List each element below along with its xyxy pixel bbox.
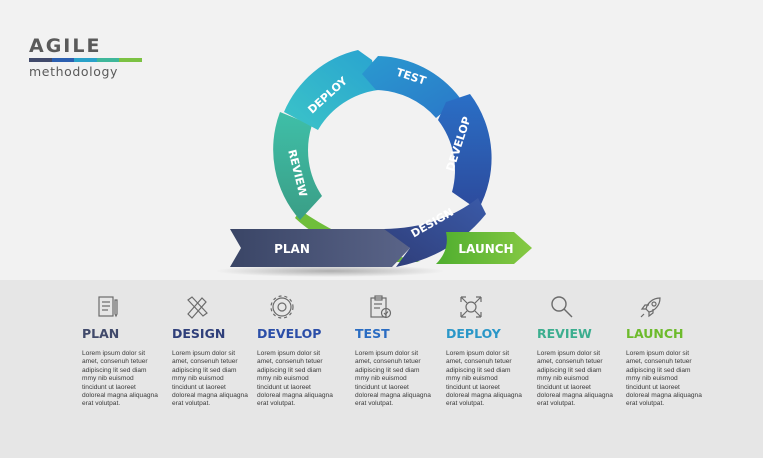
step-test: TEST Lorem ipsum dolor sit amet, consenu… bbox=[355, 294, 439, 409]
bottom-panel bbox=[0, 280, 763, 458]
design-arrow bbox=[384, 198, 486, 267]
step-title: DEVELOP bbox=[257, 326, 322, 341]
logo: AGILE methodology bbox=[29, 36, 149, 79]
step-review: REVIEW Lorem ipsum dolor sit amet, conse… bbox=[537, 294, 621, 409]
step-design: DESIGN Lorem ipsum dolor sit amet, conse… bbox=[172, 294, 256, 409]
logo-bar-segment bbox=[74, 58, 97, 62]
magnifier-icon bbox=[549, 294, 575, 320]
step-title: DESIGN bbox=[172, 326, 226, 341]
review-arrow bbox=[273, 112, 322, 220]
logo-title: AGILE bbox=[29, 35, 102, 57]
develop-arrow bbox=[438, 94, 492, 210]
step-description: Lorem ipsum dolor sit amet, consenuh tet… bbox=[257, 350, 333, 408]
cycle-label-plan: PLAN bbox=[274, 242, 310, 256]
cycle-shadow bbox=[215, 265, 445, 277]
step-description: Lorem ipsum dolor sit amet, consenuh tet… bbox=[172, 350, 248, 408]
logo-bar-segment bbox=[119, 58, 142, 62]
step-description: Lorem ipsum dolor sit amet, consenuh tet… bbox=[537, 350, 613, 408]
gear-icon bbox=[269, 294, 295, 320]
test-arrow bbox=[362, 56, 460, 118]
launch-arrow bbox=[436, 232, 532, 264]
step-title: REVIEW bbox=[537, 326, 592, 341]
clipboard-check-icon bbox=[367, 294, 393, 320]
step-launch: LAUNCH Lorem ipsum dolor sit amet, conse… bbox=[626, 294, 710, 409]
logo-bar-segment bbox=[51, 58, 75, 62]
step-title: PLAN bbox=[82, 326, 120, 341]
pencil-ruler-icon bbox=[184, 294, 210, 320]
step-title: TEST bbox=[355, 326, 390, 341]
plan-arrow bbox=[230, 229, 410, 267]
logo-subtitle: methodology bbox=[29, 64, 118, 79]
logo-bar-segment bbox=[29, 58, 52, 62]
logo-color-bar bbox=[29, 58, 142, 62]
expand-arrows-icon bbox=[458, 294, 484, 320]
logo-bar-segment bbox=[96, 58, 120, 62]
step-title: DEPLOY bbox=[446, 326, 501, 341]
step-description: Lorem ipsum dolor sit amet, consenuh tet… bbox=[355, 350, 431, 408]
step-description: Lorem ipsum dolor sit amet, consenuh tet… bbox=[446, 350, 522, 408]
step-plan: PLAN Lorem ipsum dolor sit amet, consenu… bbox=[82, 294, 166, 409]
cycle-label-launch: LAUNCH bbox=[458, 242, 513, 256]
step-title: LAUNCH bbox=[626, 326, 684, 341]
step-develop: DEVELOP Lorem ipsum dolor sit amet, cons… bbox=[257, 294, 341, 409]
deploy-arrow bbox=[284, 50, 378, 130]
rocket-icon bbox=[638, 294, 664, 320]
step-description: Lorem ipsum dolor sit amet, consenuh tet… bbox=[626, 350, 702, 408]
checklist-icon bbox=[94, 294, 120, 320]
step-description: Lorem ipsum dolor sit amet, consenuh tet… bbox=[82, 350, 158, 408]
agile-cycle-diagram: PLAN LAUNCH DESIGN DEVELOP TEST DEPLOY R… bbox=[215, 50, 532, 277]
step-deploy: DEPLOY Lorem ipsum dolor sit amet, conse… bbox=[446, 294, 530, 409]
